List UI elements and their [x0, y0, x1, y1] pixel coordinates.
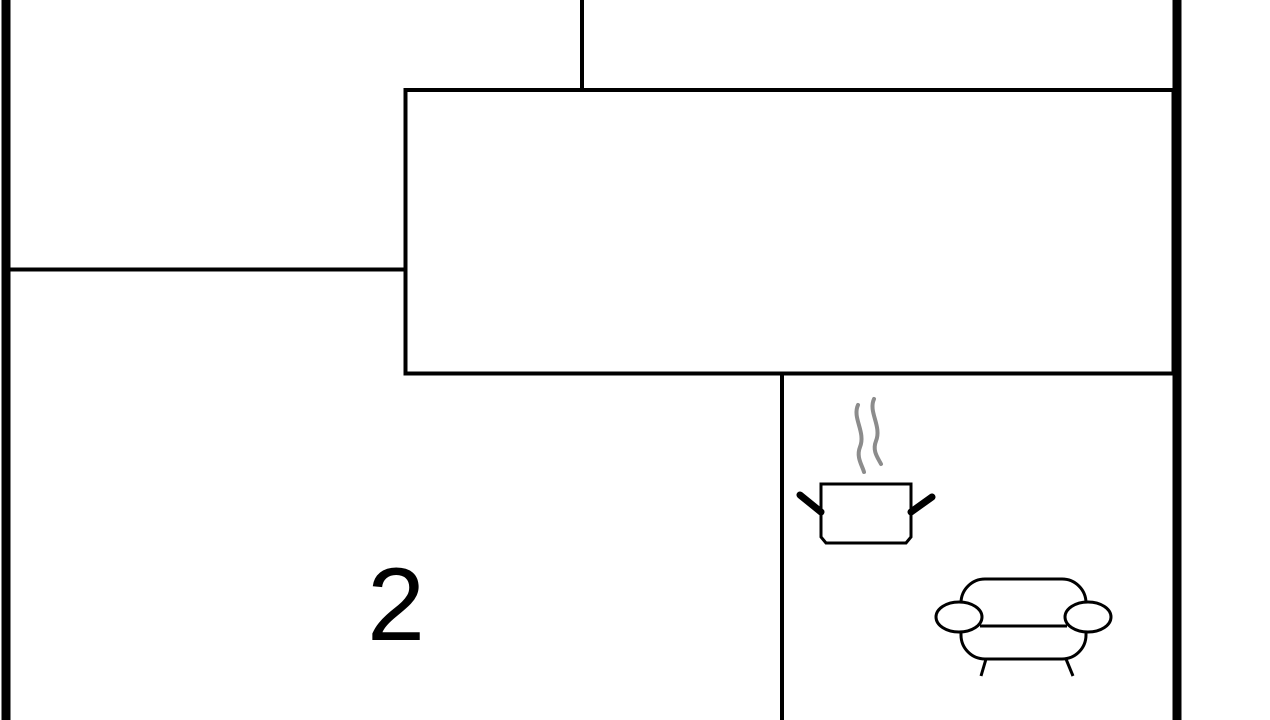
pot-body	[819, 482, 913, 545]
sofa-leg-right	[1064, 658, 1075, 677]
pot-handle-right	[907, 493, 936, 516]
central-block	[403, 88, 1176, 376]
sofa-armrest-right	[1063, 600, 1113, 634]
sofa-leg-left	[979, 658, 988, 677]
steam-line	[854, 403, 866, 474]
cooking-pot-icon	[796, 397, 936, 545]
steam-line	[870, 397, 883, 466]
sofa-armrest-left	[934, 600, 984, 634]
pot-handle-left	[796, 491, 825, 516]
room-number-label: 2	[367, 547, 425, 663]
sofa-icon	[934, 577, 1113, 677]
